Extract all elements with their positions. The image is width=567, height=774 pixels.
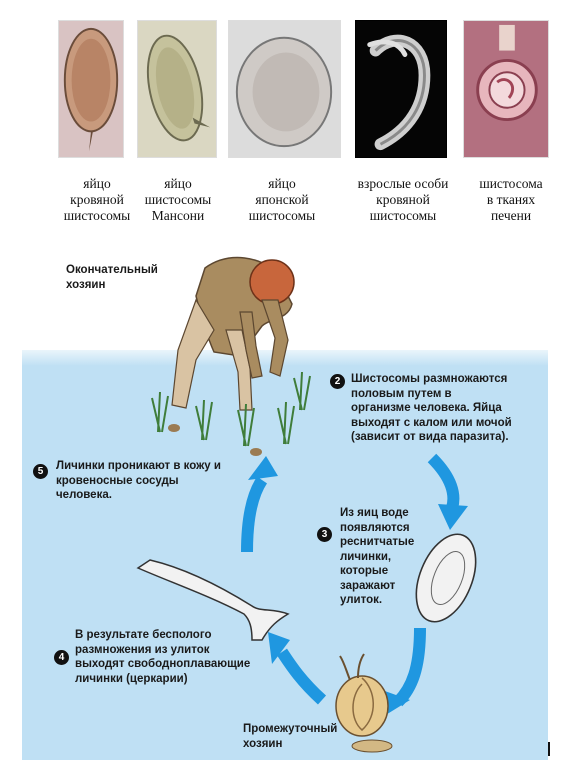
edge-mark	[548, 742, 550, 756]
photo-egg-mansoni	[137, 20, 217, 158]
step-5-badge: 5	[33, 464, 48, 479]
photo-adult-worms	[355, 20, 447, 158]
photo-egg-haematobium	[58, 20, 124, 158]
step-4-badge: 4	[54, 650, 69, 665]
photo-liver-tissue	[463, 20, 549, 158]
step-2-badge: 2	[330, 374, 345, 389]
water-surface	[22, 350, 548, 366]
photo-egg-japonicum	[228, 20, 341, 158]
step-3-badge: 3	[317, 527, 332, 542]
